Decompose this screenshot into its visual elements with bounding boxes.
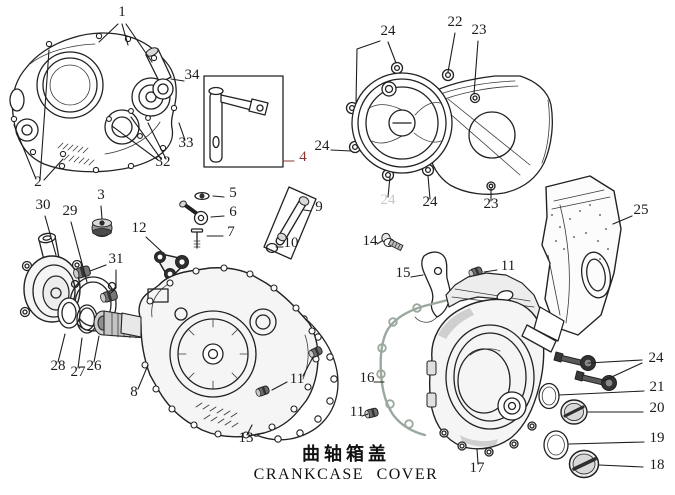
bolt-holes: [10, 32, 178, 174]
callout-22-7: 22: [448, 14, 463, 30]
cover8-hatch: [195, 402, 239, 428]
flange-bolt-part24-b: [574, 370, 617, 391]
link-part12: [154, 251, 189, 280]
callout-17-35: 17: [470, 460, 486, 476]
rib-hatch: [57, 142, 95, 166]
callout-12-19: 12: [132, 220, 147, 236]
callout-1-0: 1: [118, 4, 126, 20]
callout-3-13: 3: [97, 187, 105, 203]
title-chinese: 曲轴箱盖: [302, 444, 390, 464]
callout-14-23: 14: [363, 233, 379, 249]
callout-19-39: 19: [650, 430, 665, 446]
plug-part18: [568, 449, 600, 479]
callout-11-31: 11: [290, 371, 304, 387]
callout-24-11: 24: [423, 194, 439, 210]
callout-18-40: 18: [650, 457, 665, 473]
callout-33-3: 33: [179, 135, 194, 151]
callout-24-36: 24: [649, 350, 665, 366]
title-english: CRANKCASE COVER: [253, 466, 439, 483]
callout-4-5: 4: [299, 149, 307, 165]
title-block: 曲轴箱盖 CRANKCASE COVER: [235, 444, 457, 485]
callout-24-9: 24: [315, 138, 331, 154]
bushing-part3: [91, 218, 113, 237]
callout-11-32: 11: [350, 404, 364, 420]
o-ring-part10: [265, 242, 279, 254]
callout-24-10: 24: [381, 192, 397, 208]
rubber-mount-part31-a: [73, 265, 91, 279]
dipstick-box-part9: [263, 186, 317, 260]
shroud-part25: [521, 175, 622, 353]
callout-20-38: 20: [650, 400, 665, 416]
callout-34-4: 34: [185, 67, 201, 83]
dipstick-box-part4: [203, 75, 284, 168]
o-ring-part19: [543, 430, 569, 460]
flange-bolt-part24-a: [553, 351, 596, 371]
dowel-pin-part11-b: [255, 385, 270, 397]
callout-28-27: 28: [51, 358, 66, 374]
callout-23-8: 23: [472, 22, 487, 38]
callout-26-29: 26: [87, 358, 103, 374]
callout-7-16: 7: [227, 224, 235, 240]
callout-31-22: 31: [109, 251, 124, 267]
cover17-lugs: [439, 421, 537, 457]
callout-21-37: 21: [650, 379, 665, 395]
crankcase-cover-part8: [120, 264, 320, 439]
callout-25-26: 25: [634, 202, 649, 218]
callout-6-15: 6: [229, 204, 237, 220]
rubber-mount-part31-b: [100, 289, 118, 303]
callout-8-30: 8: [130, 384, 138, 400]
callout-29-21: 29: [63, 203, 78, 219]
callout-30-20: 30: [36, 197, 51, 213]
left-crankcase-cover-drawing: [9, 32, 178, 174]
callout-5-14: 5: [229, 185, 237, 201]
callout-15-24: 15: [396, 265, 411, 281]
bracket-part15: [414, 251, 451, 323]
callout-27-28: 27: [71, 364, 87, 380]
dowel-pin-part11-c: [364, 407, 379, 419]
callout-23-12: 23: [484, 196, 499, 212]
callout-2-1: 2: [34, 174, 42, 190]
callout-24-6: 24: [381, 23, 397, 39]
bolt-part14: [381, 232, 404, 251]
leader-lines: [13, 23, 645, 468]
callout-10-18: 10: [284, 235, 299, 251]
washer-part5: [194, 191, 210, 201]
oil-nozzle-part6: [179, 200, 209, 226]
stator-cover-part22: [345, 61, 455, 182]
cover8-bolt-holes: [141, 264, 320, 439]
flywheel-cover-part17: [426, 272, 545, 457]
shroud-dots: [551, 204, 609, 260]
screw-part7: [190, 228, 204, 249]
callout-32-2: 32: [156, 154, 171, 170]
o-ring-part21: [538, 382, 560, 410]
callout-9-17: 9: [315, 199, 323, 215]
callout-13-33: 13: [239, 430, 254, 446]
plug-part20: [560, 399, 588, 425]
callout-16-34: 16: [360, 370, 376, 386]
callout-11-25: 11: [501, 258, 515, 274]
